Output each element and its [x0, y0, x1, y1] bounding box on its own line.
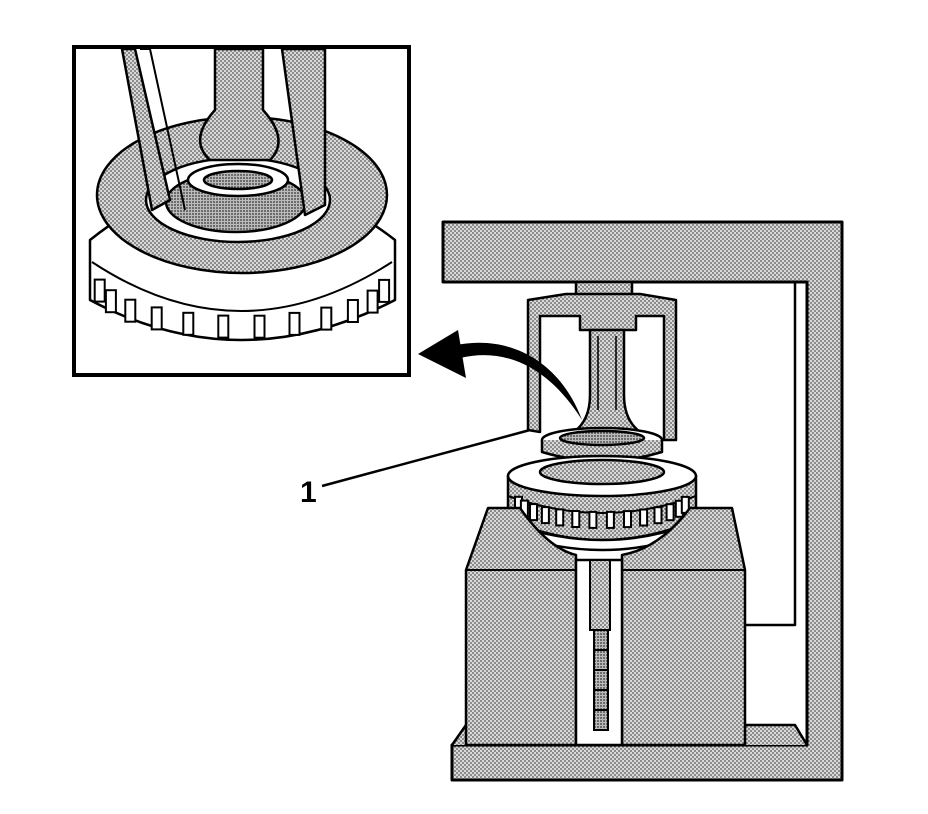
drum-tone-ring-slots — [514, 495, 690, 529]
slot — [104, 289, 117, 314]
slot — [320, 306, 333, 331]
clutch-drum-housing — [506, 454, 698, 552]
detail-inset — [72, 45, 411, 377]
slot — [124, 298, 137, 323]
slot — [93, 278, 106, 303]
slot — [182, 311, 195, 336]
slot — [588, 510, 598, 529]
slot — [346, 299, 359, 323]
input-shaft — [589, 559, 611, 731]
slot — [555, 508, 565, 527]
slot — [605, 510, 615, 529]
detail-tone-ring-slots — [93, 278, 391, 339]
slot — [217, 314, 230, 339]
slot — [378, 278, 391, 303]
slot — [540, 506, 550, 525]
slot — [366, 289, 379, 314]
slot — [623, 510, 632, 529]
slot — [653, 506, 663, 525]
detail-view-arrow — [418, 330, 582, 420]
slot — [571, 510, 581, 528]
slot — [288, 311, 301, 336]
callout-leader-line — [321, 428, 531, 488]
slot — [665, 503, 675, 522]
slot — [529, 503, 538, 522]
callout-1: 1 — [300, 428, 531, 509]
slot — [150, 306, 163, 331]
slot — [253, 314, 266, 339]
slot — [639, 508, 649, 527]
callout-label-1: 1 — [300, 476, 317, 509]
